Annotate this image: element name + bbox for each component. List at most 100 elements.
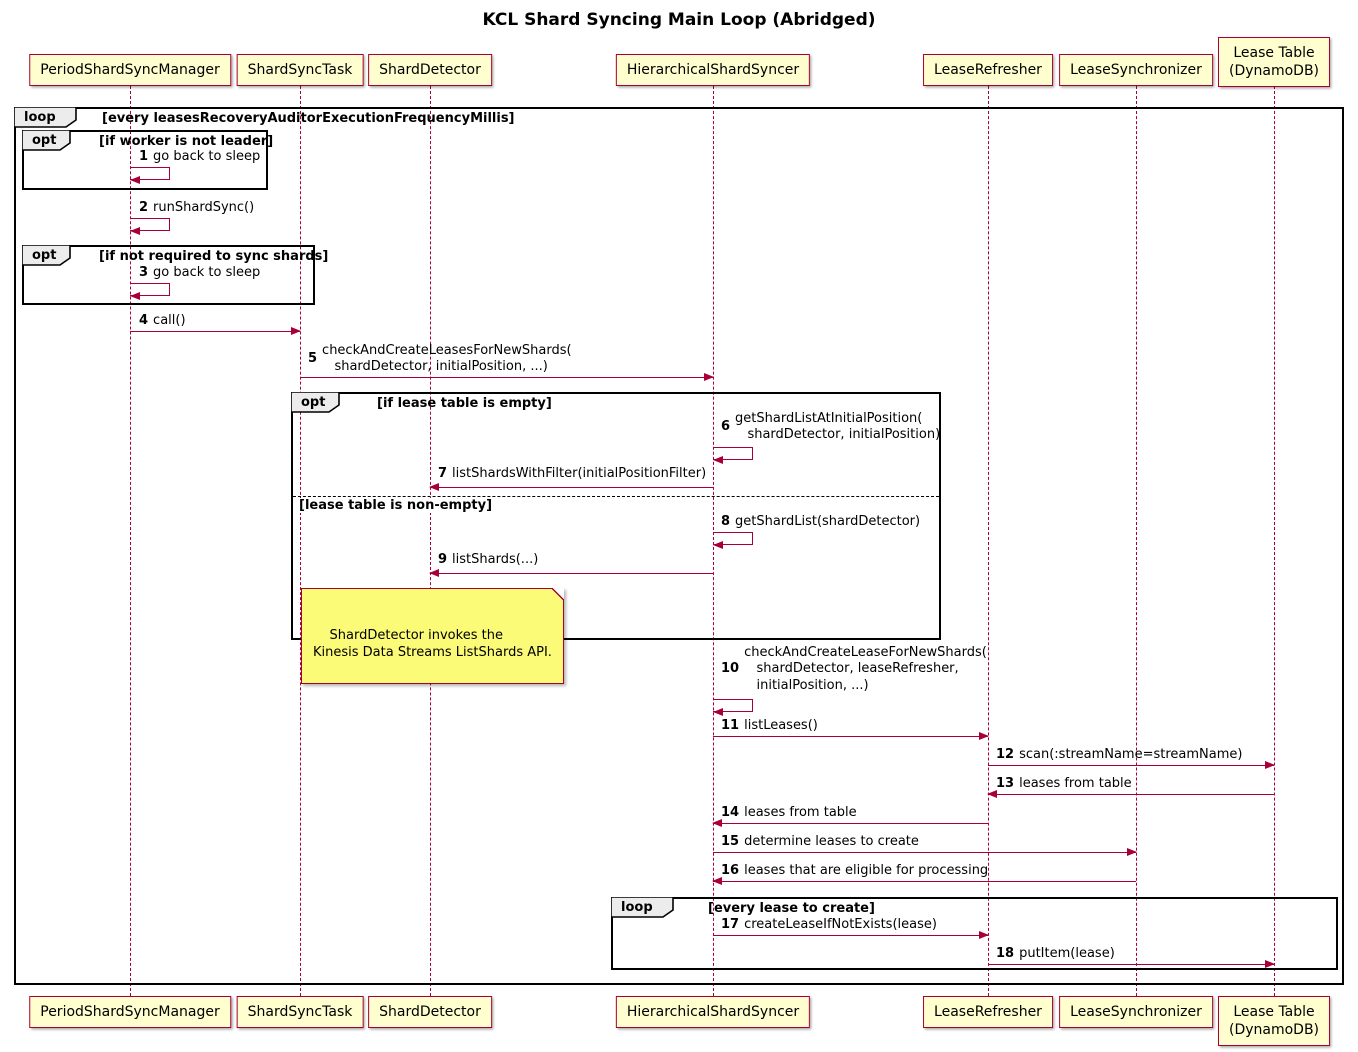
message-text: listShards(...) — [452, 552, 539, 567]
message-number: 12 — [996, 747, 1015, 762]
message-label: 4 call() — [139, 313, 186, 329]
frame-condition: [every leasesRecoveryAuditorExecutionFre… — [102, 111, 515, 126]
lifeline — [1274, 86, 1275, 996]
message-number: 14 — [721, 805, 740, 820]
message-text: getShardList(shardDetector) — [735, 514, 921, 529]
message-number: 1 — [139, 149, 149, 164]
participant-hierarchicalshardsyncer: HierarchicalShardSyncer — [615, 54, 811, 87]
message-number: 8 — [721, 514, 731, 529]
frame-condition: [every lease to create] — [708, 901, 875, 916]
message-number: 17 — [721, 917, 740, 932]
participant-leasesynchronizer: LeaseSynchronizer — [1059, 996, 1213, 1029]
message-arrow — [987, 790, 1274, 798]
message-label: 17 createLeaseIfNotExists(lease) — [721, 917, 937, 933]
frame-kind: opt — [32, 248, 57, 263]
note-fold-icon — [551, 588, 564, 600]
participant-sharddetector: ShardDetector — [368, 54, 492, 87]
self-message-arrow — [713, 699, 753, 716]
message-text: getShardListAtInitialPosition( shardDete… — [735, 411, 941, 443]
message-text: go back to sleep — [153, 265, 261, 280]
message-number: 13 — [996, 776, 1015, 791]
message-number: 5 — [308, 351, 318, 367]
message-label: 3 go back to sleep — [139, 265, 260, 281]
message-number: 3 — [139, 265, 149, 280]
frame-label-pentagon — [291, 392, 340, 413]
frame-condition: [if worker is not leader] — [99, 134, 274, 149]
participant-sharddetector: ShardDetector — [368, 996, 492, 1029]
self-message-arrow — [713, 447, 753, 464]
participant-hierarchicalshardsyncer: HierarchicalShardSyncer — [615, 996, 811, 1029]
frame-condition: [if not required to sync shards] — [99, 249, 329, 264]
message-number: 18 — [996, 946, 1015, 961]
frame-opt-lease-table: opt [if lease table is empty] — [291, 392, 941, 640]
message-number: 10 — [721, 661, 740, 677]
message-arrow — [300, 373, 714, 381]
message-label: 8 getShardList(shardDetector) — [721, 514, 920, 530]
message-arrow — [713, 732, 989, 740]
message-label: 15 determine leases to create — [721, 834, 919, 850]
message-arrow — [988, 960, 1275, 968]
message-arrow — [712, 819, 988, 827]
frame-loop-inner: loop [every lease to create] — [611, 897, 1338, 970]
message-number: 2 — [139, 200, 149, 215]
lifeline — [1136, 86, 1137, 996]
message-text: checkAndCreateLeaseForNewShards( shardDe… — [744, 645, 987, 693]
participant-periodshardsyncmanager: PeriodShardSyncManager — [29, 54, 231, 87]
message-text: leases that are eligible for processing — [744, 863, 989, 878]
message-label: 16 leases that are eligible for processi… — [721, 863, 988, 879]
message-text: listShardsWithFilter(initialPositionFilt… — [452, 466, 707, 481]
self-message-arrow — [130, 218, 170, 235]
message-text: runShardSync() — [153, 200, 255, 215]
message-arrow — [988, 761, 1275, 769]
participant-lease-table: Lease Table (DynamoDB) — [1217, 37, 1331, 88]
frame-label-pentagon — [22, 245, 71, 266]
message-arrow — [713, 931, 989, 939]
frame-condition: [if lease table is empty] — [377, 396, 552, 411]
participant-leasesynchronizer: LeaseSynchronizer — [1059, 54, 1213, 87]
lifeline — [300, 86, 301, 996]
message-text: go back to sleep — [153, 149, 261, 164]
message-number: 9 — [438, 552, 448, 567]
message-label: 1 go back to sleep — [139, 149, 260, 165]
participant-lease-table: Lease Table (DynamoDB) — [1217, 996, 1331, 1047]
message-number: 4 — [139, 313, 149, 328]
message-label: 13 leases from table — [996, 776, 1132, 792]
frame-kind: loop — [24, 110, 56, 125]
message-label: 9 listShards(...) — [438, 552, 538, 568]
frame-kind: opt — [301, 395, 326, 410]
diagram-title: KCL Shard Syncing Main Loop (Abridged) — [482, 10, 876, 30]
message-number: 7 — [438, 466, 448, 481]
message-text: putItem(lease) — [1019, 946, 1115, 961]
frame-kind: opt — [32, 133, 57, 148]
frame-opt-sync: opt [if not required to sync shards] — [22, 245, 328, 305]
message-label: 12 scan(:streamName=streamName) — [996, 747, 1242, 763]
message-number: 11 — [721, 718, 740, 733]
message-arrow — [713, 848, 1137, 856]
message-number: 15 — [721, 834, 740, 849]
frame-label-pentagon — [22, 130, 71, 151]
message-arrow — [429, 569, 713, 577]
note-text: ShardDetector invokes the Kinesis Data S… — [313, 627, 552, 660]
lifeline — [130, 86, 131, 996]
message-label: 2 runShardSync() — [139, 200, 254, 216]
participant-shardsynctask: ShardSyncTask — [236, 54, 364, 87]
message-text: determine leases to create — [744, 834, 919, 849]
message-text: checkAndCreateLeasesForNewShards( shardD… — [322, 343, 572, 375]
message-text: createLeaseIfNotExists(lease) — [744, 917, 937, 932]
message-arrow — [429, 483, 713, 491]
message-arrow — [712, 877, 1136, 885]
lifeline — [988, 86, 989, 996]
message-text: listLeases() — [744, 718, 818, 733]
message-label: 5 checkAndCreateLeasesForNewShards( shar… — [308, 343, 572, 376]
frame-kind: loop — [621, 900, 653, 915]
message-label: 10 checkAndCreateLeaseForNewShards( shar… — [721, 645, 987, 694]
self-message-arrow — [130, 283, 170, 300]
message-number: 16 — [721, 863, 740, 878]
frame-else-divider — [293, 496, 939, 497]
frame-label-pentagon — [14, 107, 77, 128]
message-text: scan(:streamName=streamName) — [1019, 747, 1243, 762]
message-label: 7 listShardsWithFilter(initialPositionFi… — [438, 466, 706, 482]
message-label: 18 putItem(lease) — [996, 946, 1115, 962]
participant-leaserefresher: LeaseRefresher — [923, 54, 1053, 87]
